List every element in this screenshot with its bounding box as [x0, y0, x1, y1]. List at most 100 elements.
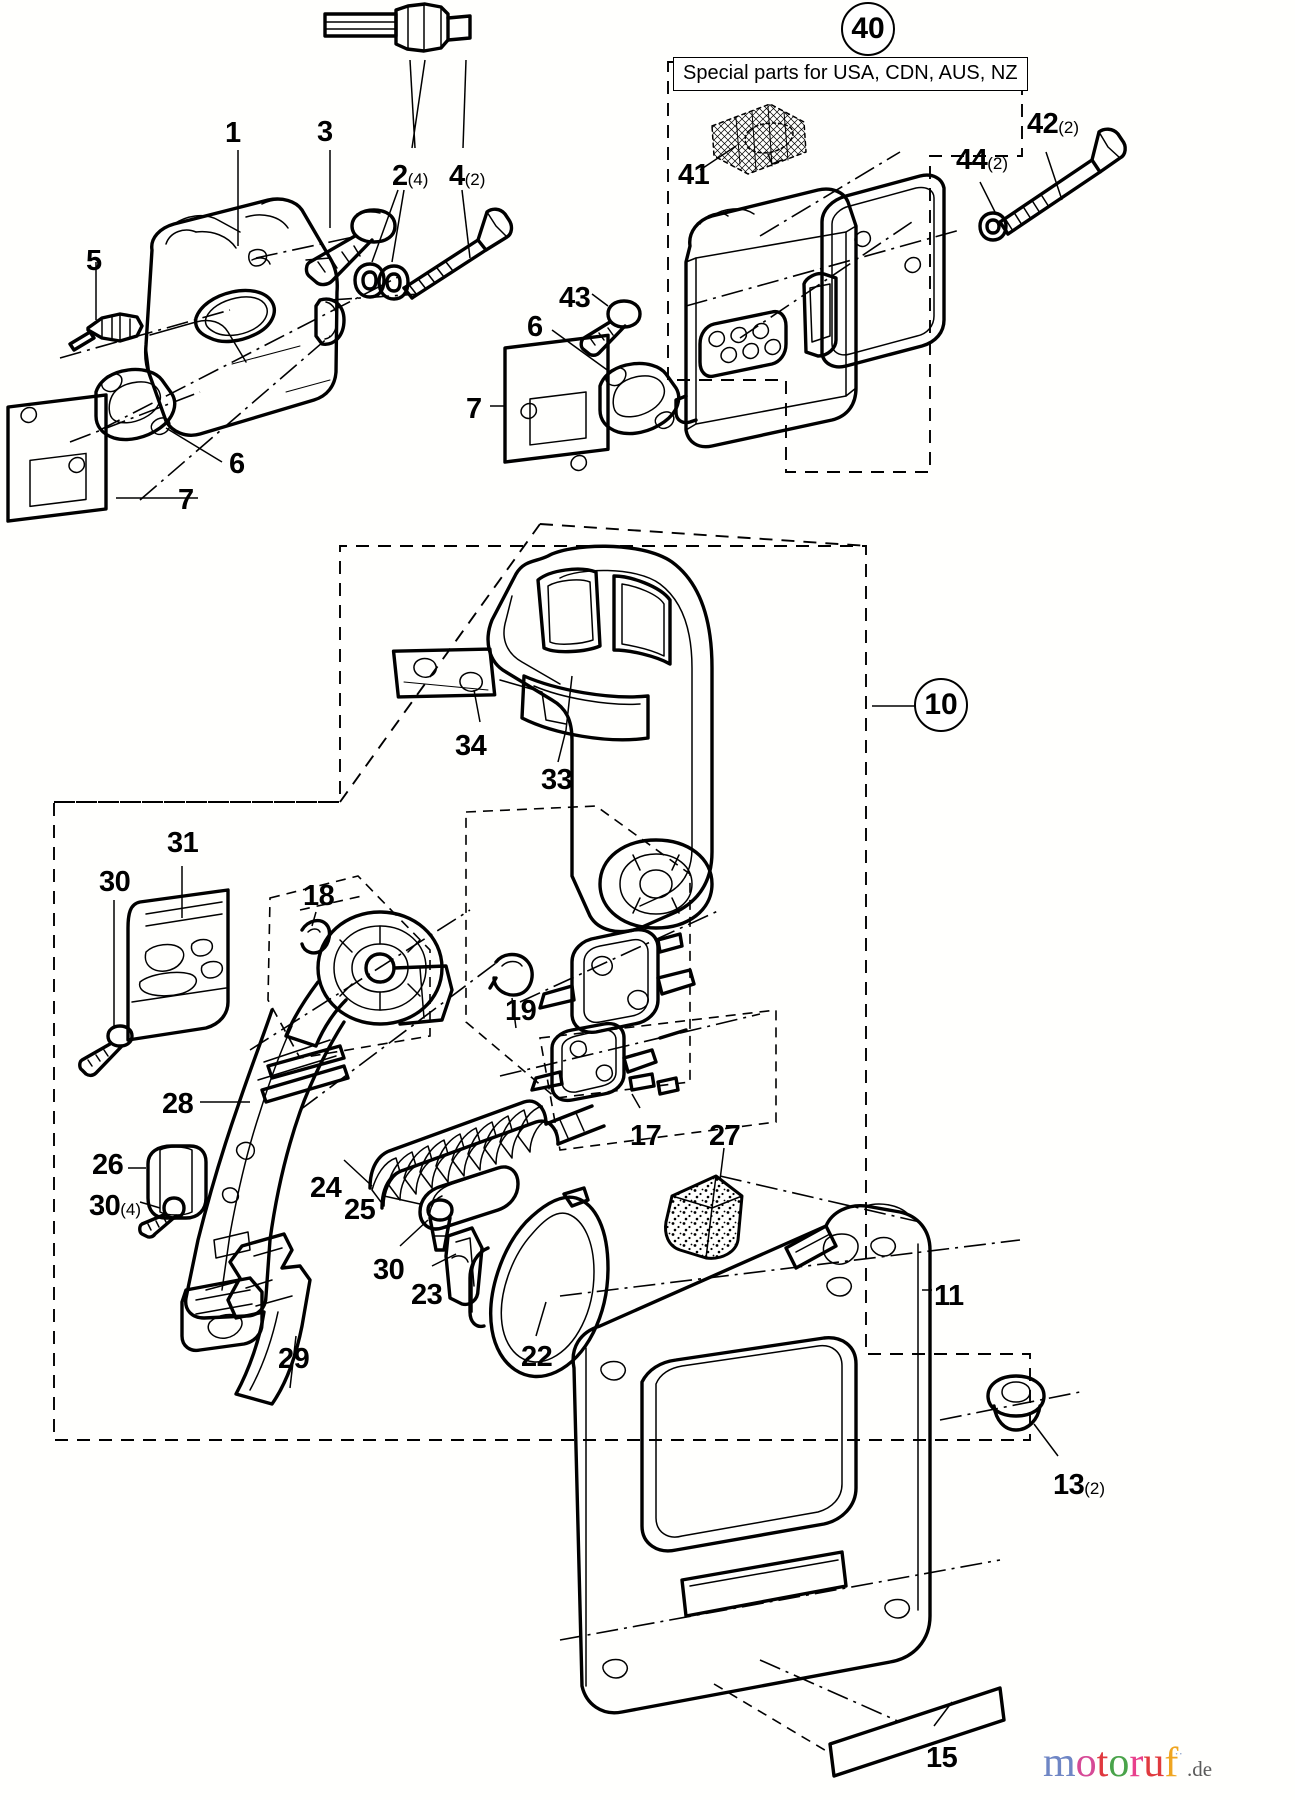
watermark-letter: o: [1108, 1740, 1130, 1786]
callout-4: 4(2): [449, 162, 485, 191]
gasket-item-6-left: [94, 367, 177, 442]
callout-number: 27: [709, 1120, 741, 1152]
callout-25: 25: [344, 1194, 376, 1226]
long-bolt-item-4: [402, 207, 514, 300]
brake-spring-boundary: [267, 875, 431, 1059]
callout-number: 5: [86, 245, 102, 277]
callout-31: 31: [167, 827, 199, 859]
callout-quantity: (2): [1084, 1479, 1106, 1498]
callout-number: 29: [278, 1343, 310, 1375]
plate-item-7-left: [6, 393, 108, 523]
brake-spring-item-24: [368, 1099, 606, 1210]
callout-number: 25: [344, 1194, 376, 1226]
callout-number: 30: [89, 1190, 121, 1222]
callout-number: 11: [934, 1280, 964, 1312]
nut-item-13: [986, 1374, 1046, 1432]
callout-27: 27: [709, 1120, 741, 1152]
callout-42: 42(2): [1027, 110, 1079, 139]
group-callout-40: 40: [841, 2, 895, 56]
brake-drum-assembly: [284, 910, 454, 1048]
watermark-letter: t: [1096, 1740, 1109, 1786]
callout-number: 31: [167, 827, 199, 859]
hand-guard-item-33: [486, 544, 714, 934]
screw-item-30-upper: [78, 1024, 134, 1078]
callout-23: 23: [411, 1279, 443, 1311]
screw-item-43: [579, 299, 642, 357]
callout-number: 34: [455, 730, 487, 762]
watermark-letter: u: [1143, 1740, 1165, 1786]
callout-number: 3: [317, 116, 333, 148]
washer-item-44: [978, 211, 1008, 242]
callout-43: 43: [559, 282, 591, 314]
plate-item-7-right: [503, 333, 610, 472]
callout-number: 1: [225, 117, 241, 149]
callout-6: 6: [527, 313, 543, 342]
screw-item-30-mid: [426, 1198, 454, 1252]
callout-15: 15: [926, 1742, 958, 1774]
callout-number: 19: [505, 995, 537, 1027]
watermark-tld: .de: [1187, 1757, 1213, 1781]
cover-plate-item-31: [126, 888, 230, 1042]
decal-item-15: [828, 1686, 1006, 1778]
washers-item-2: [353, 262, 410, 301]
callout-1: 1: [225, 119, 241, 148]
callout-number: 30: [373, 1254, 405, 1286]
gasket-item-6-right: [598, 361, 681, 436]
group-40-boundary: [667, 61, 1023, 473]
watermark-letter: o: [1075, 1740, 1097, 1786]
muffler-body: [143, 197, 346, 437]
callout-26: 26: [92, 1151, 124, 1180]
callout-number: 2: [392, 160, 408, 192]
air-filter-cover: [674, 187, 858, 449]
callout-13: 13(2): [1053, 1471, 1105, 1500]
callout-7: 7: [466, 395, 482, 424]
callout-number: 7: [466, 393, 482, 425]
motoruf-watermark: motoruf··.de: [1043, 1742, 1212, 1784]
callout-number: 22: [521, 1341, 553, 1373]
callout-19: 19: [505, 995, 537, 1027]
callout-number: 44: [956, 144, 988, 176]
callout-number: 30: [99, 866, 131, 898]
callout-44: 44(2): [956, 146, 1008, 175]
air-filter-backplate: [820, 173, 946, 369]
callout-5: 5: [86, 247, 102, 276]
callout-34: 34: [455, 730, 487, 762]
screw-item-3: [304, 208, 397, 287]
brake-lever-item-28: [180, 1008, 350, 1353]
callout-number: 6: [229, 448, 245, 480]
callout-number: 28: [162, 1088, 194, 1120]
callout-18: 18: [303, 882, 335, 911]
watermark-letter: r: [1129, 1740, 1144, 1786]
callout-number: 6: [527, 311, 543, 343]
callout-number: 13: [1053, 1469, 1085, 1501]
callout-29: 29: [278, 1343, 310, 1375]
callout-number: 15: [926, 1742, 958, 1774]
watermark-dot-accent: ··: [1174, 1746, 1184, 1761]
callout-41: 41: [678, 159, 710, 191]
callout-number: 4: [449, 160, 465, 192]
callout-quantity: (4): [120, 1200, 142, 1219]
callout-28: 28: [162, 1088, 194, 1120]
screw-item-30-lower: [138, 1196, 186, 1239]
circlip-item-19: [488, 952, 534, 997]
callout-number: 41: [678, 159, 710, 191]
anchor-item-23: [444, 1226, 484, 1307]
housing-item-11: [571, 1203, 932, 1715]
clip-item-18: [300, 918, 332, 955]
brake-band-item-22: [468, 1186, 610, 1379]
callout-number: 43: [559, 282, 591, 314]
group-10-boundary: [53, 545, 1031, 1441]
callout-3: 3: [317, 118, 333, 147]
long-bolt-item-42: [998, 127, 1127, 236]
linkage-item-17: [530, 928, 696, 1103]
callout-2: 2(4): [392, 162, 428, 191]
callout-17: 17: [630, 1122, 662, 1151]
callout-number: 42: [1027, 108, 1059, 140]
callout-number: 23: [411, 1279, 443, 1311]
callout-number: 33: [541, 764, 573, 796]
special-parts-note: Special parts for USA, CDN, AUS, NZ: [673, 57, 1028, 91]
callout-7: 7: [178, 486, 194, 515]
nozzle-item-5: [68, 312, 144, 352]
linkage-boundary-lower: [539, 1009, 777, 1151]
